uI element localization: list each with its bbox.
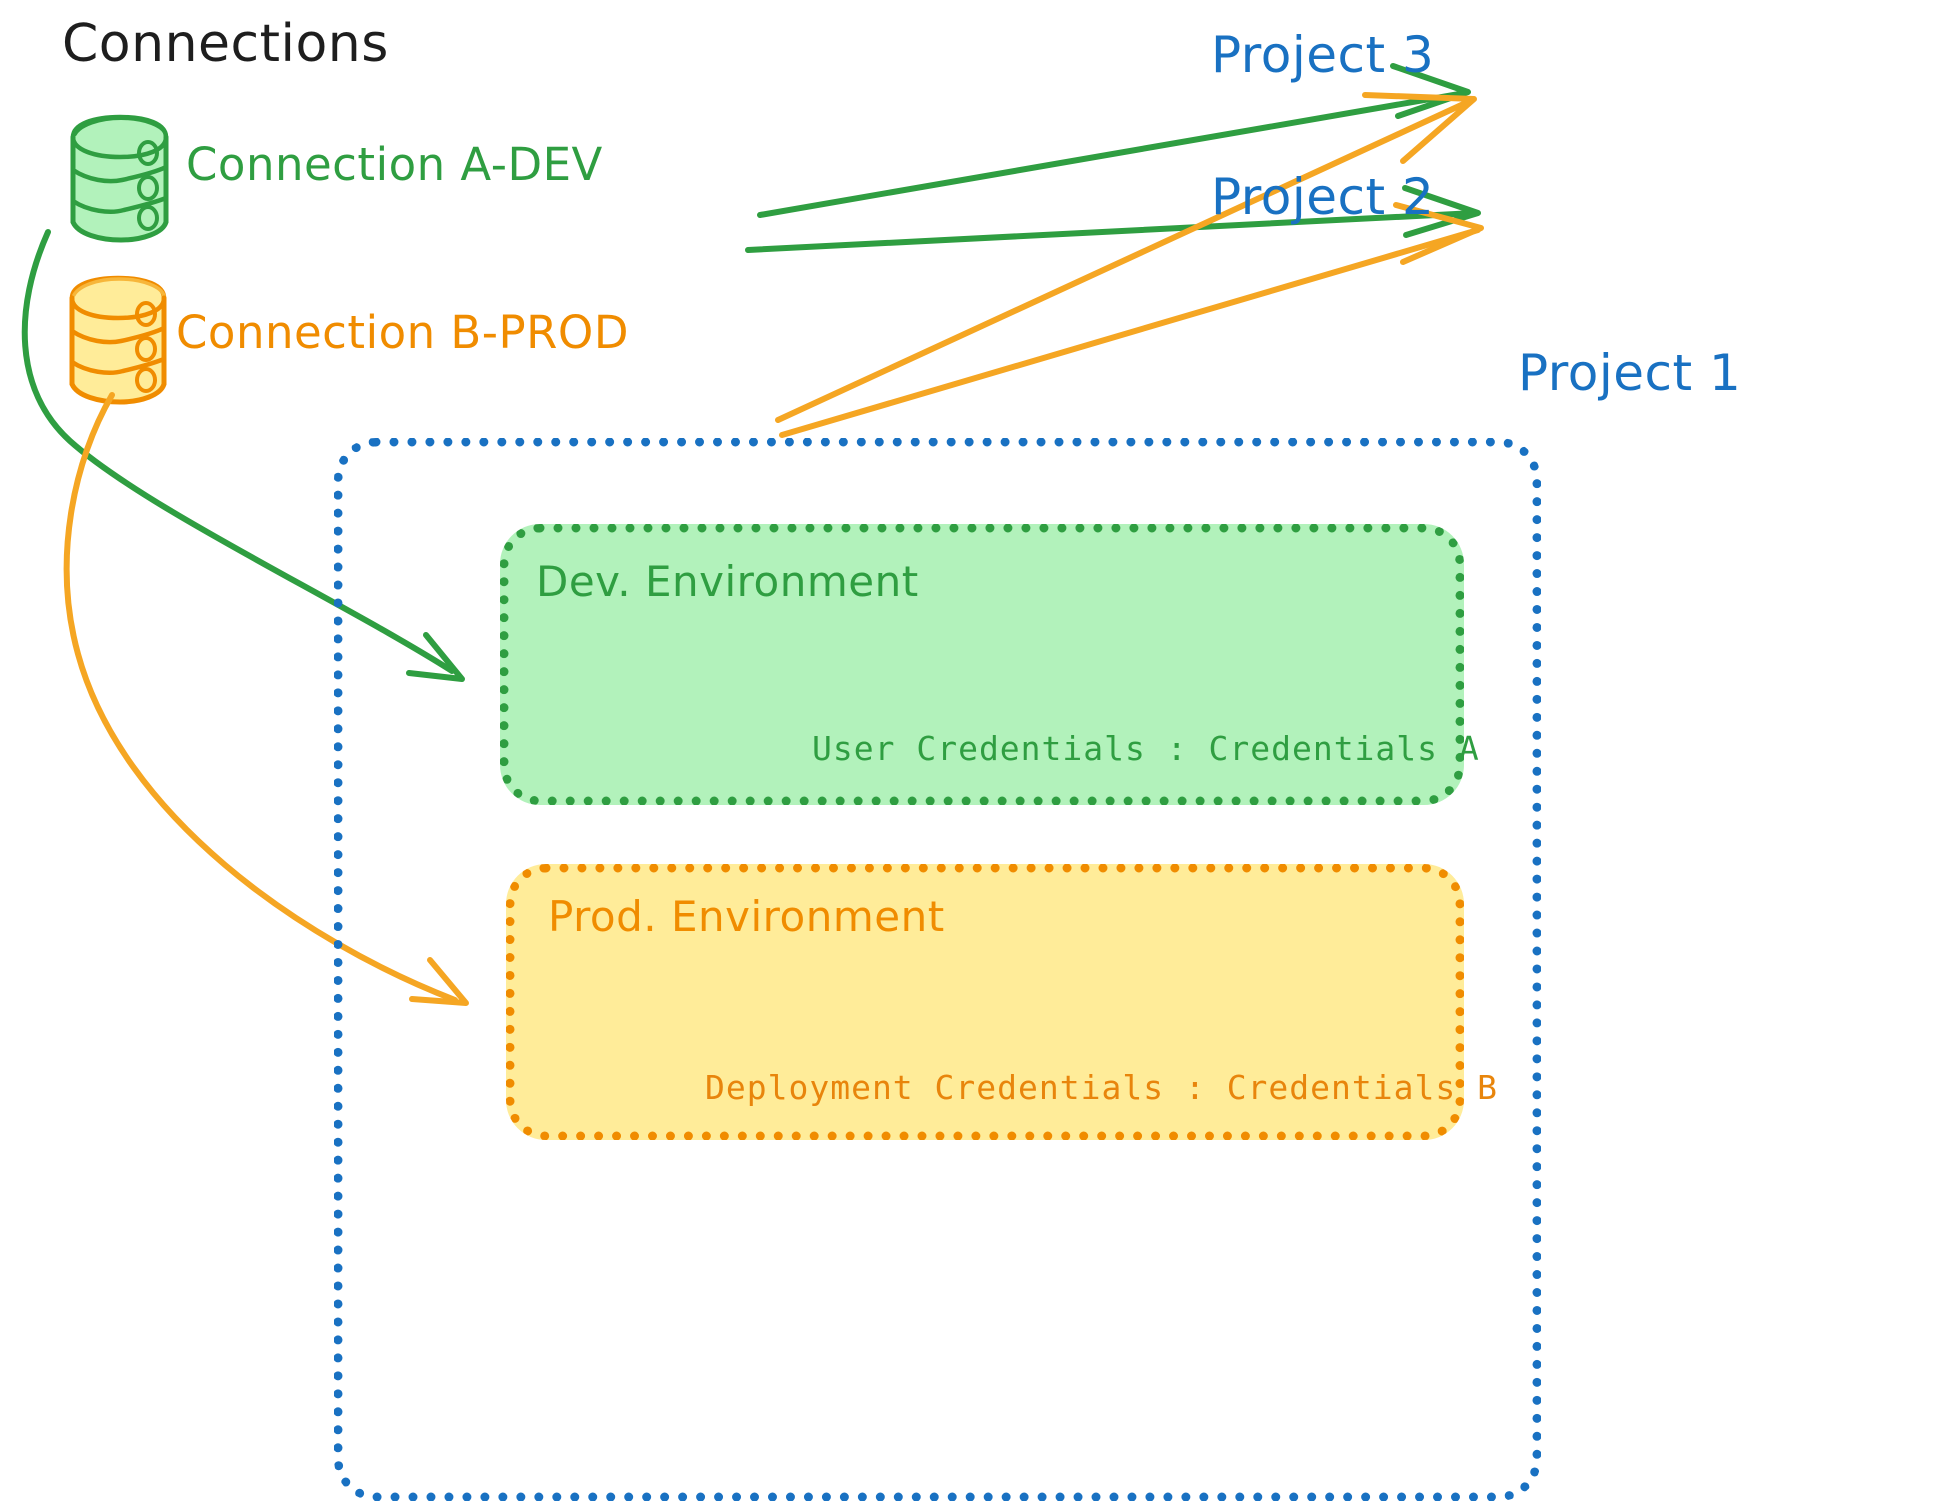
project-1-container[interactable] bbox=[334, 438, 1541, 1501]
page-title: Connections bbox=[62, 14, 389, 74]
prod-environment-box[interactable] bbox=[506, 864, 1464, 1140]
connection-a-dev-label: Connection A-DEV bbox=[186, 138, 603, 191]
prod-environment-title: Prod. Environment bbox=[548, 892, 945, 941]
edge-b-prod-to-project-3 bbox=[775, 92, 1477, 423]
edge-b-prod-to-project-2 bbox=[779, 202, 1484, 438]
dev-environment-title: Dev. Environment bbox=[536, 557, 919, 606]
project-1-label[interactable]: Project 1 bbox=[1518, 344, 1742, 402]
database-cylinder-icon-green[interactable] bbox=[70, 114, 169, 243]
project-2-label[interactable]: Project 2 bbox=[1211, 168, 1435, 226]
dev-environment-box[interactable] bbox=[500, 524, 1464, 805]
database-cylinder-icon-orange[interactable] bbox=[69, 275, 167, 405]
project-3-label[interactable]: Project 3 bbox=[1211, 26, 1435, 84]
dev-environment-credentials: User Credentials : Credentials A bbox=[812, 729, 1480, 768]
connection-b-prod-label: Connection B-PROD bbox=[176, 306, 630, 359]
prod-environment-credentials: Deployment Credentials : Credentials B bbox=[705, 1068, 1498, 1107]
